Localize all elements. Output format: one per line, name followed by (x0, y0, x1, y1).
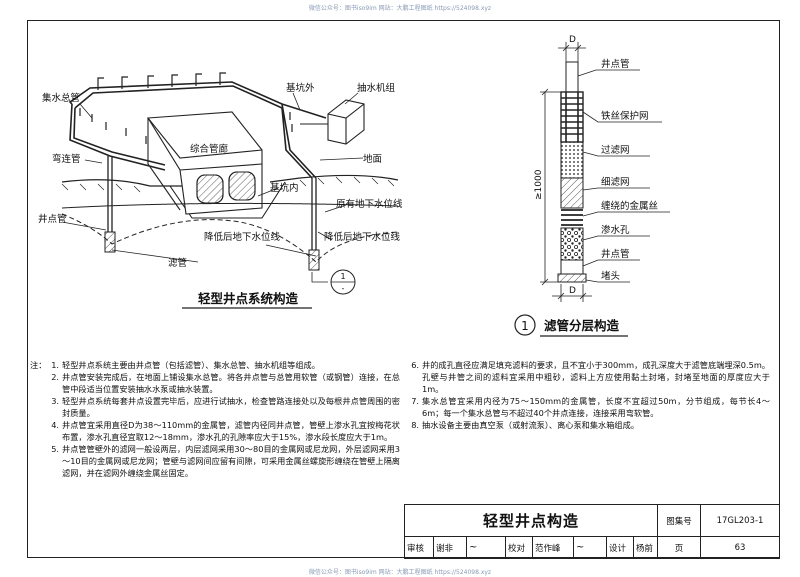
check-label: 校对 (505, 536, 533, 559)
f2-label-seep-hole: 渗水孔 (601, 224, 630, 236)
review-signature: ~ (466, 536, 506, 559)
check-name: 范作峰 (532, 536, 574, 559)
f2-label-end-plug: 堵头 (601, 270, 620, 282)
drawing-title: 轻型井点构造 (404, 504, 658, 537)
watermark-top: 微信公众号：图书iso9im 网站：大鹏工程图纸 https://524098.… (308, 5, 492, 12)
fig2-leaders (577, 69, 670, 283)
dim-bottom-label: D (569, 286, 576, 296)
note-item: 2.井点管安装完成后，在地面上铺设集水总管。将各井点管与总管用软管（或钢管）连接… (51, 372, 400, 394)
label-pump-unit: 抽水机组 (357, 82, 396, 94)
well-pipe-lower (560, 259, 584, 275)
well-pipes (107, 156, 317, 250)
fig1-title: 轻型井点系统构造 (198, 291, 299, 306)
callout-sheet: - (342, 284, 345, 293)
fig2-number: 1 (521, 319, 529, 333)
note-item: 4.井点管宜采用直径D为38～110mm的金属管，滤管内径同井点管，管壁上渗水孔… (51, 420, 400, 442)
title-block: 轻型井点构造 图集号 17GL203-1 审核 谢非 ~ 校对 范作峰 ~ 设计… (404, 504, 780, 559)
label-original-water-level: 原有地下水位线 (336, 198, 403, 210)
f2-label-coarse-mesh: 过滤网 (601, 144, 630, 156)
label-pit-inside: 基坑内 (270, 182, 299, 194)
atlas-label: 图集号 (657, 504, 701, 537)
coarse-filter-mesh (560, 141, 584, 179)
utility-tunnel (147, 111, 263, 215)
header-pipe (68, 81, 327, 179)
label-lowered-level-right: 降低后地下水位线 (324, 231, 401, 243)
note-item: 6.井的成孔直径应满足填充滤料的要求，且不宜小于300mm，成孔深度大于滤管底端… (411, 360, 770, 394)
water-level-lines (61, 202, 399, 263)
label-pit-outside: 基坑外 (286, 82, 315, 94)
note-item: 7.集水总管宜采用内径为75～150mm的金属管，长度不宜超过50m，分节组成，… (411, 396, 770, 418)
note-item: 3.轻型井点系统每套井点设置完毕后，应进行试抽水，检查管路连接处以及每根井点管周… (51, 396, 400, 418)
note-item: 1.轻型井点系统主要由井点管（包括滤管）、集水总管、抽水机组等组成。 (51, 360, 320, 370)
dim-bottom (552, 284, 592, 302)
fine-filter-mesh (560, 177, 584, 209)
f2-label-wire-mesh: 铁丝保护网 (601, 110, 649, 122)
dim-top (558, 42, 586, 62)
dim-length-label: ≥1000 (534, 169, 544, 200)
note-item: 8.抽水设备主要由真空泵（或射流泵）、离心泵和集水箱组成。 (411, 420, 639, 430)
end-plug (557, 273, 587, 283)
atlas-number: 17GL203-1 (700, 504, 780, 537)
notes-right: 6.井的成孔直径应满足填充滤料的要求，且不宜小于300mm，成孔深度大于滤管底端… (408, 359, 770, 431)
page-number: 63 (700, 536, 780, 559)
figure-filter-layers: D (514, 35, 670, 337)
f2-label-wound-wire: 缠绕的金属丝 (601, 200, 658, 212)
fig2-title: 滤管分层构造 (544, 318, 620, 333)
fig2-number-circle (514, 314, 536, 336)
well-pipe-upper (565, 61, 579, 93)
label-well-pipe: 井点管 (38, 213, 67, 225)
design-label: 设计 (606, 536, 634, 559)
review-label: 审核 (404, 536, 434, 559)
design-name: 杨前 (633, 536, 658, 559)
callout-number: 1 (340, 272, 345, 281)
pump-unit (300, 99, 365, 145)
watermark-bottom: 微信公众号：图书iso9im 网站：大鹏工程图纸 https://524098.… (308, 569, 492, 576)
f2-label-fine-mesh: 细滤网 (601, 176, 630, 188)
page-label: 页 (657, 536, 701, 559)
leader-lines (61, 92, 364, 283)
dim-length (540, 88, 561, 286)
drawing-frame (27, 20, 780, 558)
dim-top-label: D (569, 35, 576, 45)
f2-label-well-pipe-bottom: 井点管 (601, 248, 630, 260)
label-lowered-level-left: 降低后地下水位线 (204, 231, 281, 243)
label-utility-tunnel: 综合管廊 (190, 143, 229, 155)
label-elbow-pipe: 弯连管 (52, 153, 81, 165)
label-filter-pipe: 滤管 (168, 257, 187, 269)
wound-wire (561, 209, 583, 226)
f2-label-well-pipe-top: 井点管 (601, 58, 630, 70)
notes-heading: 注： (30, 360, 47, 370)
label-ground: 地面 (363, 153, 382, 165)
note-item: 5.井点管管壁外的滤网一般设两层，内层滤网采用30～80目的金属网或尼龙网，外层… (51, 444, 400, 478)
label-header-pipe: 集水总管 (42, 92, 80, 104)
check-signature: ~ (573, 536, 607, 559)
seep-hole-zone (560, 227, 584, 261)
foundation-pit (169, 181, 286, 219)
review-name: 谢非 (433, 536, 467, 559)
detail-callout: 1 - (330, 269, 356, 295)
